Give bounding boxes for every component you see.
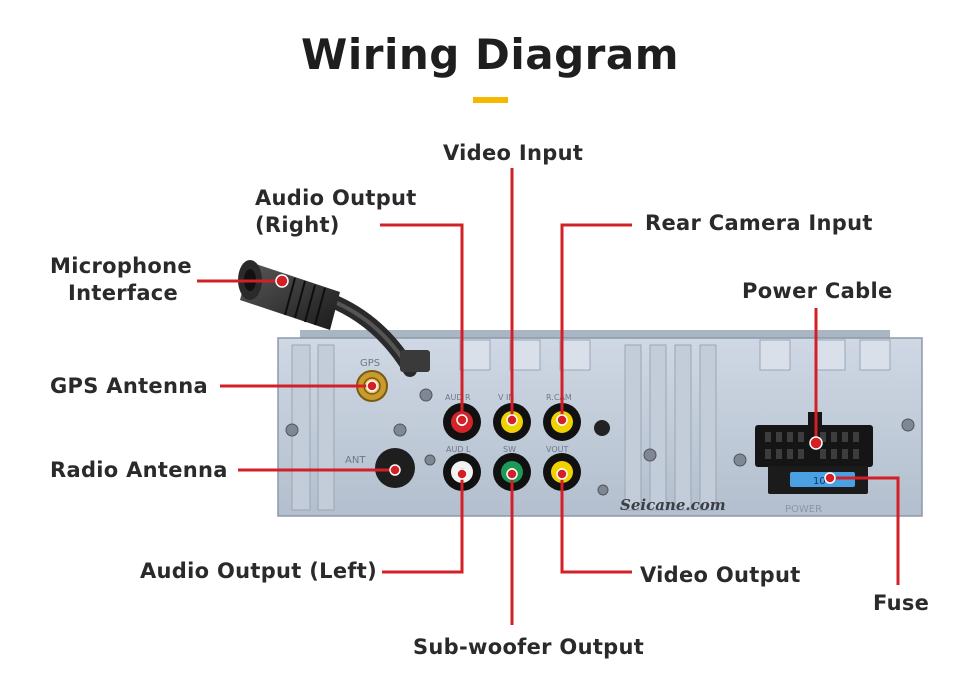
leader-audio-left: [382, 474, 464, 574]
leader-video-output: [560, 474, 632, 574]
watermark: Seicane.com: [620, 496, 726, 514]
label-microphone-line1: Microphone: [50, 254, 192, 278]
fuse-value: 10: [813, 476, 826, 487]
leader-rear-camera: [560, 223, 632, 420]
aud-r-panel-label: AUD R: [445, 393, 471, 402]
label-power-cable: Power Cable: [742, 279, 893, 303]
power-panel-label: POWER: [785, 504, 822, 515]
aud-l-panel-label: AUD L: [446, 445, 471, 454]
fuse-icon: 10: [768, 466, 868, 494]
small-hole-icon: [594, 420, 610, 436]
label-audio-output-right-line2: (Right): [255, 213, 340, 237]
sw-panel-label: SW: [503, 445, 516, 454]
ant-panel-label: ANT: [345, 455, 366, 466]
vout-panel-label: VOUT: [546, 445, 568, 454]
screw-icon: [285, 423, 299, 437]
title-underline: [473, 97, 508, 103]
label-rear-camera-input: Rear Camera Input: [645, 211, 873, 235]
label-microphone-line2: Interface: [68, 281, 179, 305]
leader-lines: [197, 168, 900, 625]
label-sub-woofer-output: Sub-woofer Output: [413, 635, 645, 659]
label-gps-antenna: GPS Antenna: [50, 374, 208, 398]
leader-fuse: [830, 476, 900, 585]
label-audio-output-left: Audio Output (Left): [140, 559, 378, 583]
label-audio-output-right-line1: Audio Output: [255, 186, 417, 210]
v-in-panel-label: V IN: [498, 393, 514, 402]
label-fuse: Fuse: [873, 591, 930, 615]
microphone-plug-icon: [238, 260, 430, 377]
gps-panel-label: GPS: [360, 358, 380, 369]
page-title: Wiring Diagram: [301, 30, 679, 79]
label-radio-antenna: Radio Antenna: [50, 458, 228, 482]
leader-end-dots: [275, 274, 836, 484]
label-video-input: Video Input: [443, 141, 584, 165]
leader-audio-right: [380, 223, 464, 420]
label-video-output: Video Output: [640, 563, 801, 587]
r-cam-panel-label: R.CAM: [546, 393, 572, 402]
